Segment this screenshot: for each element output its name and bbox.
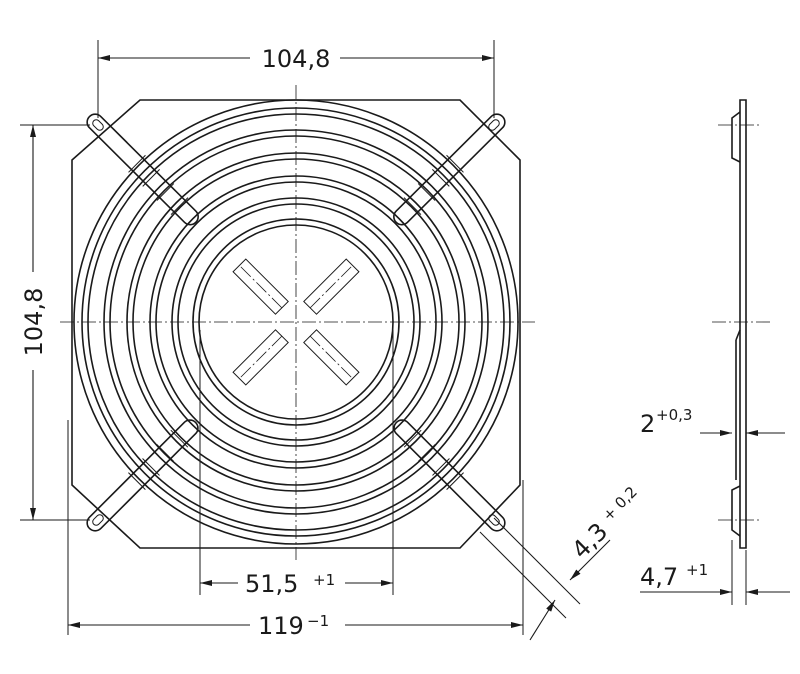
mounting-hole <box>488 119 500 131</box>
side-depth-tolerance: +1 <box>686 561 708 579</box>
dimension-plate-thickness: 2 +0,3 <box>640 406 785 438</box>
arm-weld <box>170 429 189 448</box>
hole-diameter-tolerance: + 0,2 <box>599 483 641 525</box>
arm-weld <box>446 154 464 173</box>
strut-centerline <box>309 265 353 309</box>
mounting-arm <box>86 419 199 532</box>
arm-weld <box>432 169 450 187</box>
plate-thickness-label: 2 <box>640 410 655 438</box>
arm-weld <box>432 458 450 476</box>
inner-strut <box>303 258 360 315</box>
inner-strut <box>232 329 289 386</box>
plate-thickness-tolerance: +0,3 <box>656 406 692 424</box>
strut-centerline <box>239 335 283 379</box>
left-height-label: 104,8 <box>20 288 48 357</box>
inner-strut <box>232 258 289 315</box>
arm-weld <box>156 443 175 462</box>
overall-width-label: 119 <box>258 612 304 640</box>
arm-bar <box>86 113 199 226</box>
dimension-overall-width: 119 −1 <box>67 420 524 640</box>
strut-centerline <box>239 265 283 309</box>
mounting-hole <box>488 514 500 526</box>
mounting-arm <box>393 419 506 532</box>
arm-weld <box>170 197 189 215</box>
mounting-hole <box>92 514 104 526</box>
inner-diameter-tolerance: +1 <box>313 571 335 589</box>
arm-weld <box>142 458 160 476</box>
arm-weld <box>417 443 436 462</box>
arm-weld <box>128 472 146 490</box>
arm-bar <box>86 419 199 532</box>
inner-struts <box>232 258 360 386</box>
dimension-hole-diameter: 4,3 + 0,2 <box>479 483 641 641</box>
arm-weld <box>156 183 175 201</box>
dimension-side-depth: 4,7 +1 <box>640 540 790 605</box>
dimension-inner-diameter: 51,5 +1 <box>199 330 394 598</box>
dimension-left-height: 104,8 <box>20 124 90 521</box>
dimension-top-width: 104,8 <box>97 40 495 118</box>
arm-bar <box>393 113 506 226</box>
arm-weld <box>128 154 146 173</box>
arm-weld <box>446 472 464 490</box>
mounting-hole <box>92 119 104 131</box>
arm-weld <box>417 183 436 201</box>
outer-frame <box>71 99 521 549</box>
side-depth-label: 4,7 <box>640 563 678 591</box>
arm-weld <box>142 169 160 187</box>
side-view <box>712 99 770 549</box>
mounting-arm <box>86 113 199 226</box>
inner-strut <box>303 329 360 386</box>
overall-width-tolerance: −1 <box>307 612 329 630</box>
hole-diameter-label: 4,3 <box>566 517 613 564</box>
inner-diameter-label: 51,5 <box>245 570 298 598</box>
front-view <box>60 85 535 560</box>
strut-centerline <box>309 335 353 379</box>
top-width-label: 104,8 <box>262 45 331 73</box>
arm-weld <box>403 429 422 448</box>
arm-weld <box>403 197 422 215</box>
mounting-arm <box>393 113 506 226</box>
